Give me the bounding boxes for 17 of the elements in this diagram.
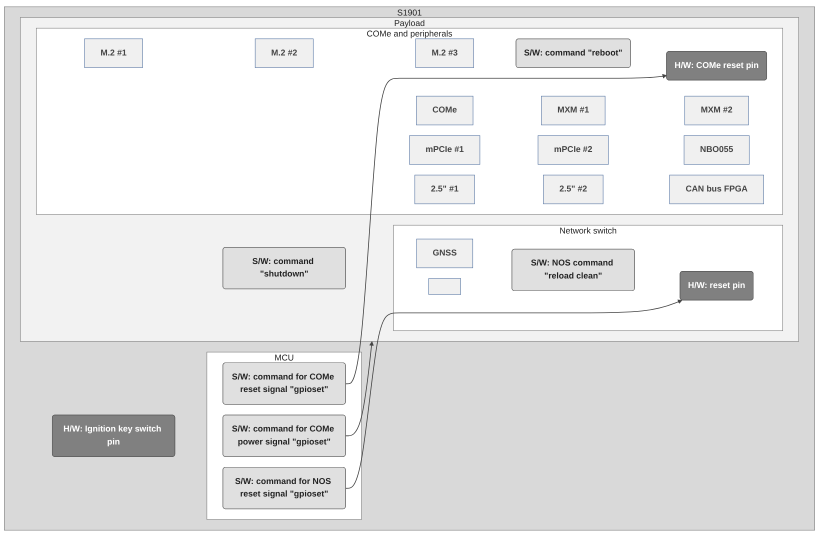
node-box: COMe	[416, 96, 474, 126]
node-box	[428, 278, 461, 295]
node-box: GNSS	[416, 238, 474, 268]
node-box: mPCIe #1	[409, 135, 480, 165]
arrow	[345, 74, 667, 384]
arrow	[345, 300, 682, 489]
node-box: 2.5" #1	[414, 174, 475, 204]
node-box: MXM #1	[541, 96, 606, 126]
node-box: M.2 #1	[84, 38, 143, 68]
node-box: M.2 #3	[415, 38, 474, 68]
node-box: M.2 #2	[254, 38, 314, 68]
node-box: CAN bus FPGA	[669, 174, 764, 204]
node-box: 2.5" #2	[543, 174, 604, 204]
node-box: MXM #2	[684, 96, 749, 126]
arrow	[345, 341, 374, 436]
node-box: mPCIe #2	[538, 135, 609, 165]
node-box: NBO055	[684, 135, 750, 165]
